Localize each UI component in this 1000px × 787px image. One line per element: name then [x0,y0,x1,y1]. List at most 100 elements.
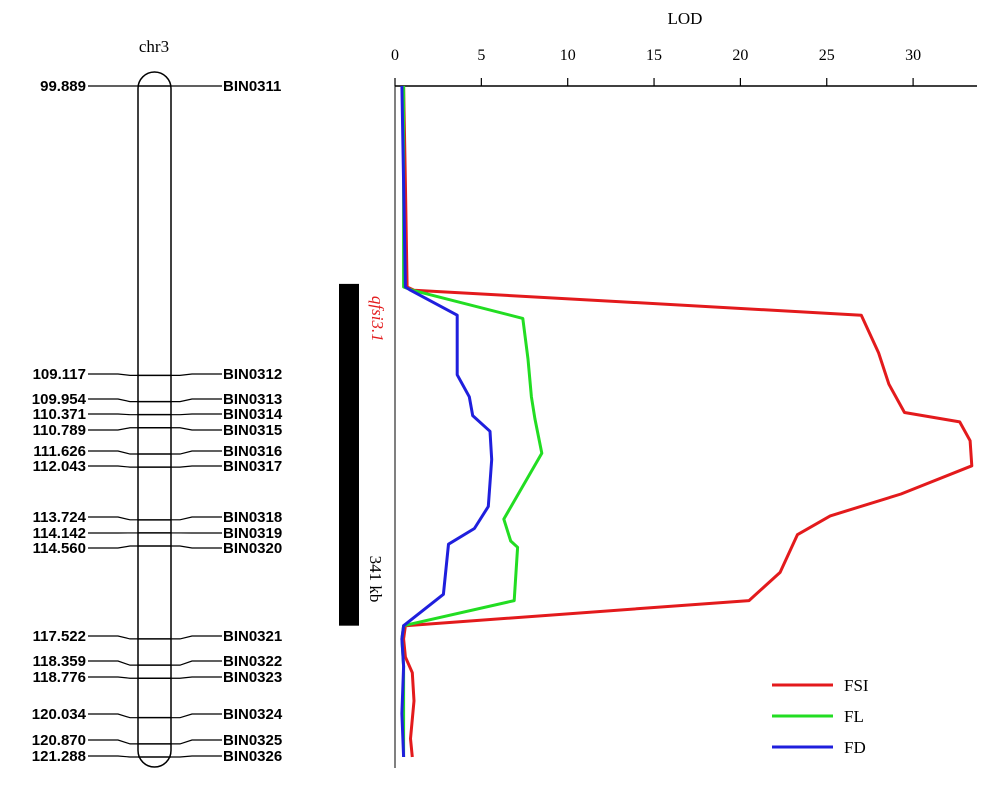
marker-name-label: BIN0312 [223,366,282,383]
marker-connector-left [88,398,138,403]
marker-connector-left [88,739,138,745]
marker-position-label: 112.043 [33,458,86,475]
marker-connector-left [88,516,138,521]
marker-connector-right [171,713,222,719]
marker-position-label: 114.142 [33,525,86,542]
marker-connector-left [88,465,138,468]
marker-connector-left [88,635,138,640]
marker-row: 109.954 BIN0313 [32,391,282,408]
marker-connector-left [88,373,138,376]
marker-row: 120.034 BIN0324 [32,706,283,723]
marker-name-label: BIN0323 [223,669,282,686]
marker-position-label: 109.954 [32,391,87,408]
x-tick-label: 10 [560,47,576,64]
marker-connector-left [88,660,138,666]
x-tick-label: 15 [646,47,662,64]
marker-position-label: 114.560 [33,540,86,557]
marker-row: 109.117 BIN0312 [33,366,283,383]
marker-name-label: BIN0317 [223,458,282,475]
qtl-interval-bar [339,283,359,626]
marker-position-label: 99.889 [40,78,86,95]
marker-connector-right [171,373,222,376]
series-line-fl [400,86,544,757]
marker-row: 114.560 BIN0320 [33,540,283,557]
marker-connector-right [171,545,222,549]
marker-connector-right [171,516,222,521]
marker-connector-left [88,676,138,679]
legend-label: FD [844,738,866,757]
marker-name-label: BIN0319 [223,525,282,542]
x-tick-label: 0 [391,47,399,64]
marker-name-label: BIN0315 [223,422,282,439]
legend-item: FL [772,707,864,726]
marker-connector-right [171,413,222,416]
chromosome-title: chr3 [139,37,169,56]
marker-name-label: BIN0324 [223,706,283,723]
marker-position-label: 111.626 [33,443,86,460]
legend-item: FSI [772,676,869,695]
marker-connector-right [171,427,222,431]
qtl-interval-size-label: 341 kb [366,556,385,603]
marker-name-label: BIN0313 [223,391,282,408]
series-line-fd [400,85,494,758]
marker-connector-left [88,755,138,758]
marker-connector-right [171,465,222,468]
marker-row: 118.776 BIN0323 [33,669,283,686]
marker-name-label: BIN0320 [223,540,282,557]
marker-connector-right [171,450,222,455]
marker-position-label: 110.789 [33,422,86,439]
marker-row: 110.371 BIN0314 [33,406,283,423]
marker-connector-left [88,427,138,431]
marker-position-label: 110.371 [33,406,86,423]
marker-row: 121.288 BIN0326 [32,748,282,765]
marker-name-label: BIN0326 [223,748,282,765]
marker-position-label: 120.034 [32,706,87,723]
series-line-fsi [402,85,974,758]
marker-name-label: BIN0325 [223,732,282,749]
marker-position-label: 121.288 [32,748,86,765]
marker-connector-right [171,676,222,679]
marker-row: 112.043 BIN0317 [33,458,283,475]
marker-position-label: 109.117 [33,366,86,383]
marker-connector-right [171,635,222,640]
legend: FSI FL FD [772,676,869,757]
marker-connector-left [88,413,138,416]
marker-position-label: 118.776 [33,669,86,686]
marker-connector-left [88,450,138,455]
marker-row: 110.789 BIN0315 [33,422,283,439]
marker-name-label: BIN0311 [223,78,281,95]
marker-row: 99.889 BIN0311 [40,78,281,95]
marker-name-label: BIN0321 [223,628,282,645]
marker-row: 120.870 BIN0325 [32,732,282,749]
series-layer [400,85,974,758]
marker-name-label: BIN0318 [223,509,282,526]
x-tick-label: 20 [732,47,748,64]
x-axis-label: LOD [668,9,703,28]
legend-label: FL [844,707,864,726]
marker-row: 114.142 BIN0319 [33,525,283,542]
marker-connector-left [88,545,138,549]
marker-connector-right [171,739,222,745]
x-tick-label: 30 [905,47,921,64]
marker-name-label: BIN0314 [223,406,283,423]
qtl-interval: qfsi3.1 341 kb [339,283,387,626]
marker-connector-right [171,398,222,403]
chromosome-body [137,71,172,768]
marker-position-label: 118.359 [33,653,86,670]
qtl-name-label: qfsi3.1 [368,296,387,342]
marker-connector-right [171,755,222,758]
marker-row: 117.522 BIN0321 [33,628,283,645]
x-tick-label: 25 [819,47,835,64]
marker-position-label: 117.522 [33,628,86,645]
legend-label: FSI [844,676,869,695]
legend-item: FD [772,738,866,757]
marker-position-label: 120.870 [32,732,86,749]
